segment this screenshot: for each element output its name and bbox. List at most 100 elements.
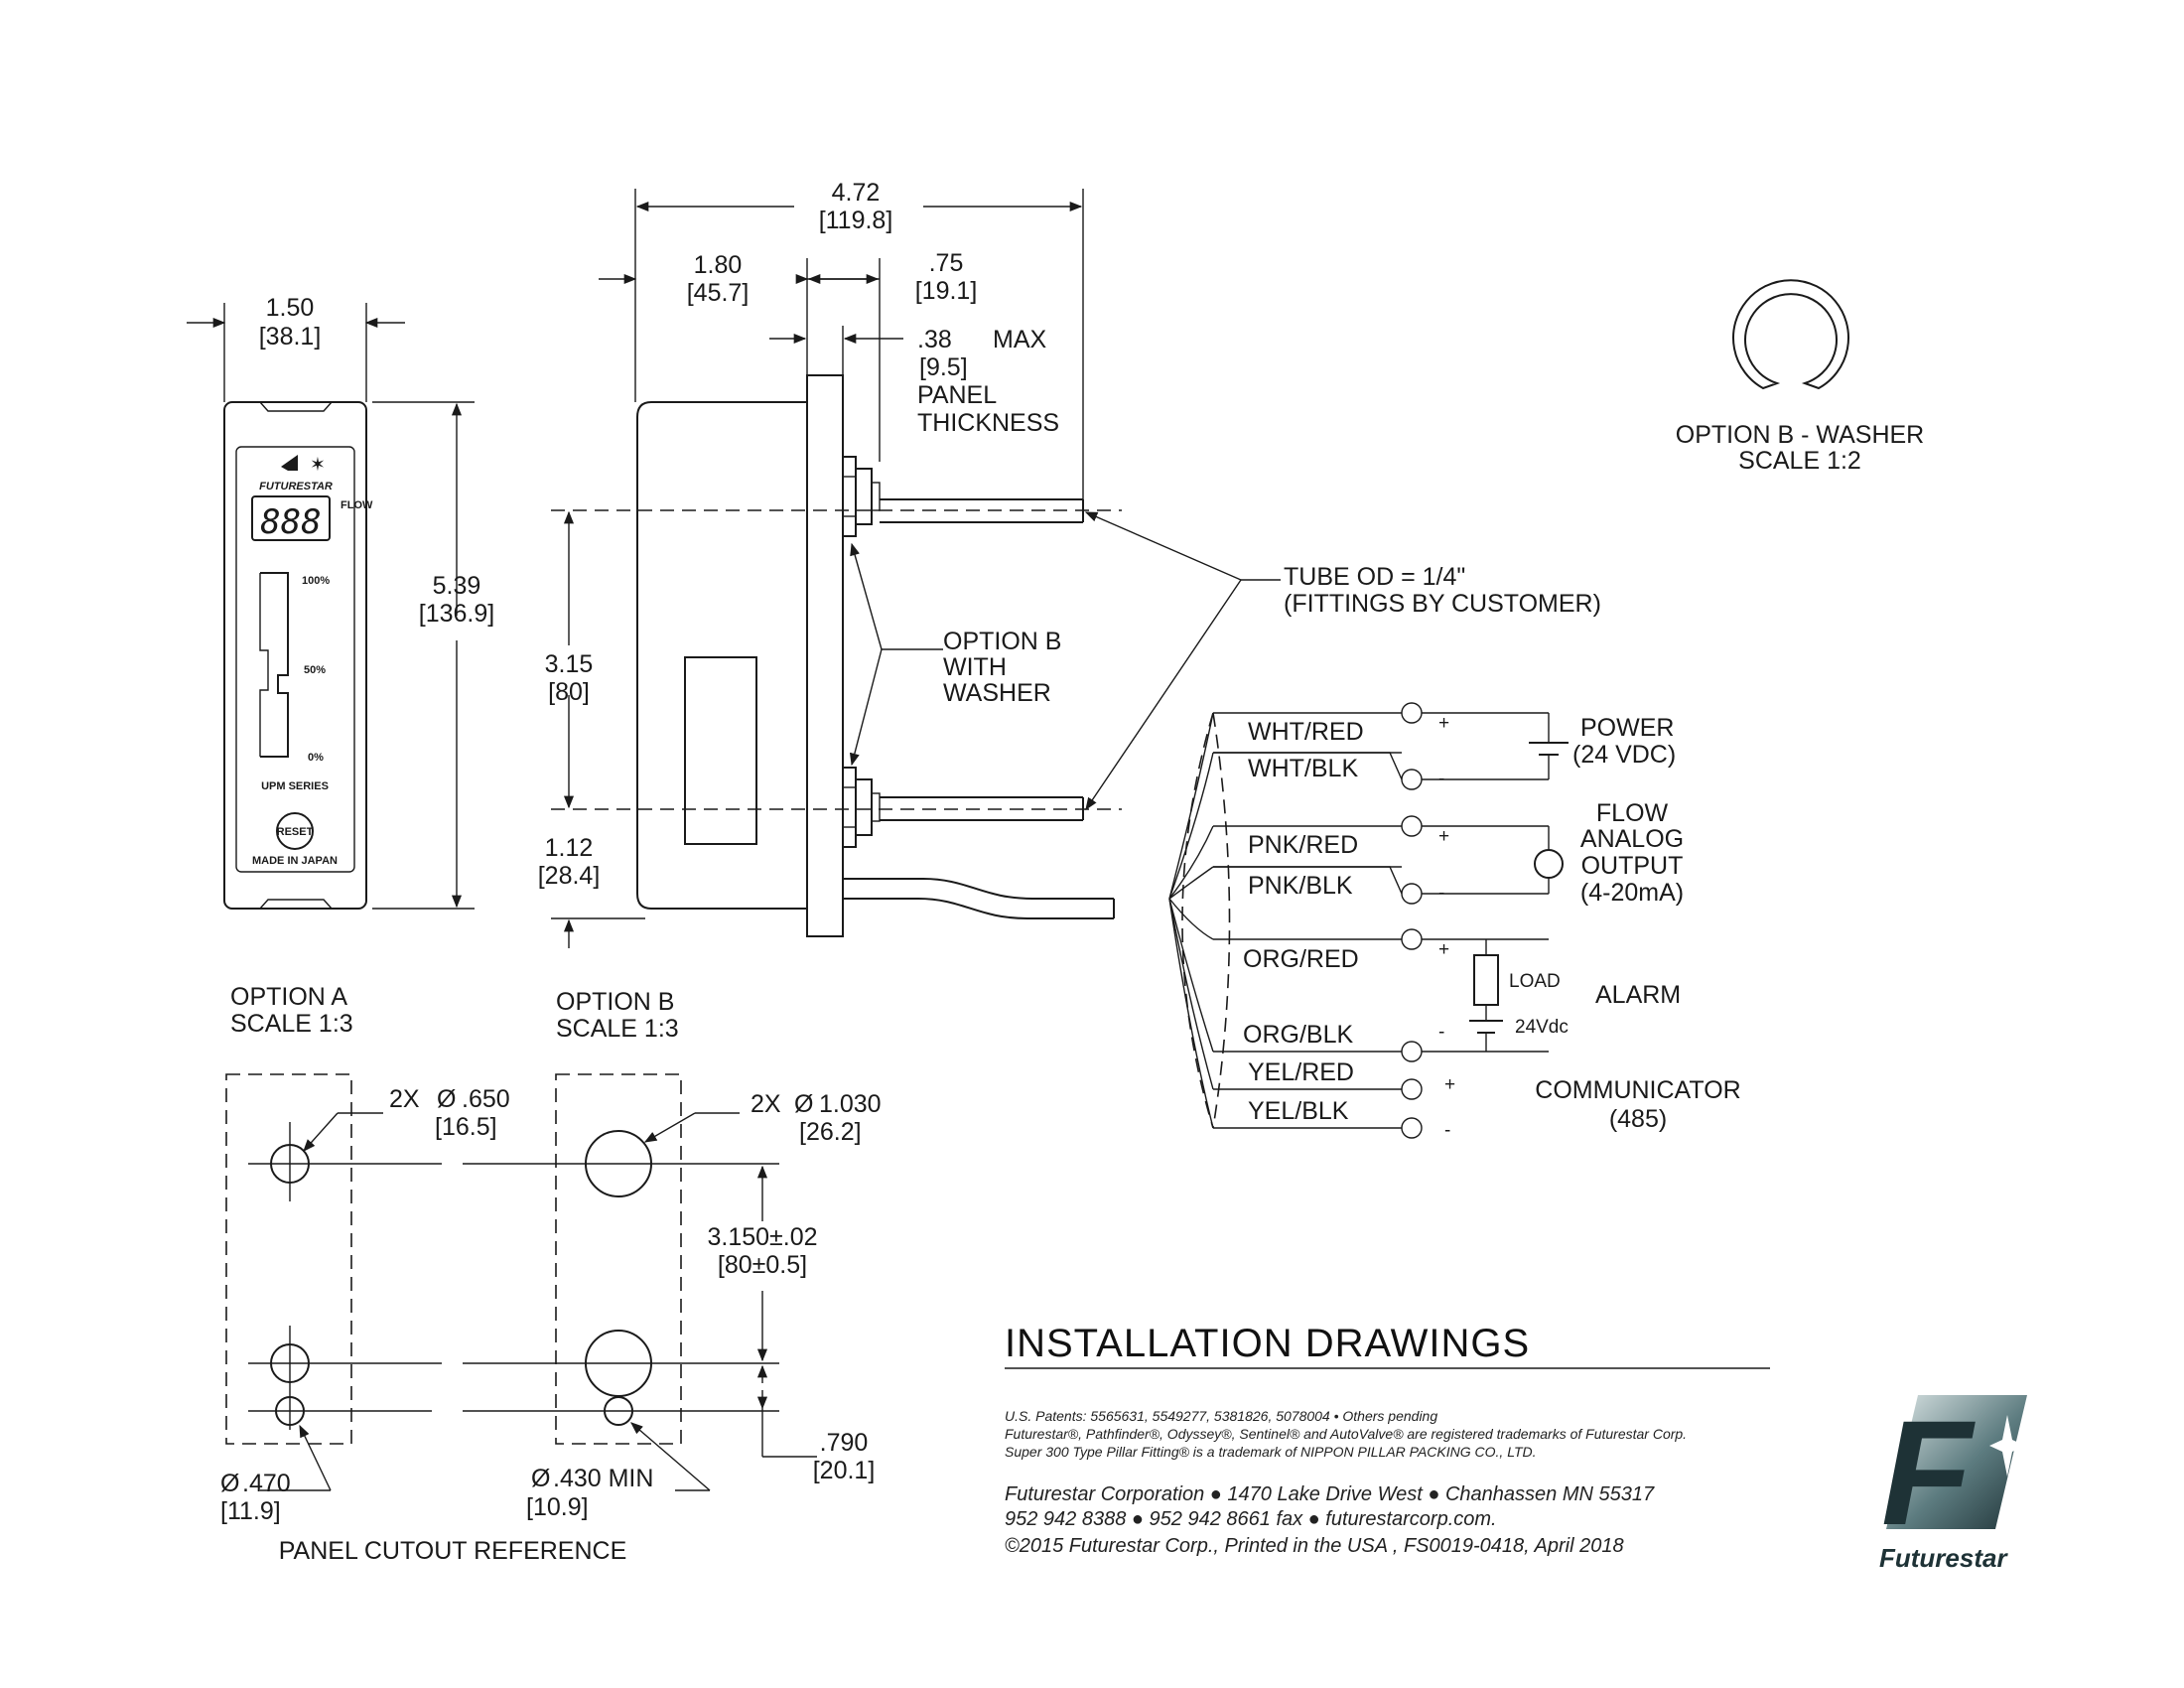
body-depth-in: 1.80 bbox=[694, 251, 743, 279]
level-bar-bracket bbox=[260, 572, 289, 758]
patents-text: U.S. Patents: 5565631, 5549277, 5381826,… bbox=[1005, 1408, 1437, 1424]
option-a-cutout-outline bbox=[225, 1073, 352, 1445]
front-faceplate bbox=[235, 446, 355, 873]
wire-label-pnk-blk: PNK/BLK bbox=[1248, 872, 1353, 900]
panel-label-1: PANEL bbox=[917, 381, 997, 409]
copyright-text: ©2015 Futurestar Corp., Printed in the U… bbox=[1005, 1535, 1624, 1557]
diameter-symbol-icon: Ø bbox=[437, 1085, 456, 1113]
power-voltage: (24 VDC) bbox=[1572, 741, 1676, 769]
bottom-offset-in: 1.12 bbox=[545, 834, 594, 862]
analog-output-circuit bbox=[1422, 825, 1564, 895]
logo-f-mark: F bbox=[1881, 1389, 1976, 1556]
flow-label-2: ANALOG bbox=[1580, 825, 1684, 853]
series-label: UPM SERIES bbox=[261, 780, 329, 792]
wire-label-yel-red: YEL/RED bbox=[1248, 1058, 1354, 1086]
wire-label-yel-blk: YEL/BLK bbox=[1248, 1097, 1349, 1125]
option-a-scale: SCALE 1:3 bbox=[230, 1010, 353, 1038]
logo-wordmark: Futurestar bbox=[1879, 1543, 2008, 1573]
polarity-sign: + bbox=[1438, 826, 1449, 847]
logo-panel bbox=[1886, 1395, 2027, 1529]
diameter-symbol-icon: Ø bbox=[794, 1090, 813, 1118]
alarm-label: ALARM bbox=[1595, 981, 1681, 1009]
fittings-label: (FITTINGS BY CUSTOMER) bbox=[1284, 590, 1601, 618]
washer-title: OPTION B - WASHER bbox=[1676, 421, 1924, 449]
company-contact: 952 942 8388 ● 952 942 8661 fax ● future… bbox=[1005, 1508, 1497, 1530]
front-view: 1.50 [38.1] ✶ FUTURESTAR 888 FLOW 100% 5… bbox=[187, 294, 494, 910]
overall-width-mm: [119.8] bbox=[819, 207, 893, 234]
option-b-hole-count: 2X bbox=[751, 1090, 781, 1118]
option-a-hole-in: .650 bbox=[462, 1085, 510, 1113]
option-a-small-hole-mm: [11.9] bbox=[220, 1497, 281, 1525]
communicator-label: COMMUNICATOR bbox=[1535, 1076, 1740, 1104]
option-a-hole-count: 2X bbox=[389, 1085, 420, 1113]
wire-label-wht-red: WHT/RED bbox=[1248, 718, 1364, 746]
sheet-title: INSTALLATION DRAWINGS bbox=[1005, 1322, 1530, 1365]
flowmeter-side-body bbox=[636, 401, 808, 910]
bottom-offset-mm: [28.4] bbox=[538, 862, 601, 890]
flowmeter-front-body bbox=[223, 401, 367, 910]
option-b-cutout-outline bbox=[555, 1073, 682, 1445]
level-bar-inner bbox=[259, 573, 269, 757]
front-width-mm: [38.1] bbox=[259, 323, 322, 351]
reset-label: RESET bbox=[277, 826, 314, 838]
load-label: LOAD bbox=[1509, 971, 1561, 992]
title-block: INSTALLATION DRAWINGS U.S. Patents: 5565… bbox=[1005, 1322, 1770, 1557]
front-brand: FUTURESTAR bbox=[259, 481, 333, 492]
cutout-caption: PANEL CUTOUT REFERENCE bbox=[279, 1537, 627, 1565]
panel-plate bbox=[806, 374, 844, 937]
port-spacing-in: 3.15 bbox=[545, 650, 594, 678]
option-a-hole-mm: [16.5] bbox=[435, 1113, 497, 1141]
option-b-label-1: OPTION B bbox=[943, 628, 1061, 655]
front-width-in: 1.50 bbox=[266, 294, 315, 322]
wire-bundle-outline bbox=[1212, 712, 1231, 1129]
washer-scale: SCALE 1:2 bbox=[1738, 447, 1861, 475]
upper-fitting bbox=[842, 456, 881, 537]
option-b-title: OPTION B bbox=[556, 988, 674, 1016]
hole-spacing-mm: [80±0.5] bbox=[718, 1251, 807, 1279]
fitting-depth-in: .75 bbox=[929, 249, 964, 277]
port-spacing-mm: [80] bbox=[548, 678, 590, 706]
pillar-trademark-text: Super 300 Type Pillar Fitting® is a trad… bbox=[1005, 1444, 1537, 1460]
polarity-sign: + bbox=[1438, 713, 1449, 734]
display-digits: 888 bbox=[260, 502, 321, 542]
meter-icon bbox=[1534, 849, 1564, 879]
logo-star-icon bbox=[1989, 1415, 2025, 1477]
option-b-label-3: WASHER bbox=[943, 679, 1051, 707]
panel-cutout-reference: OPTION A SCALE 1:3 OPTION B SCALE 1:3 2X… bbox=[220, 983, 882, 1565]
digital-display bbox=[251, 495, 331, 541]
bottom-notch bbox=[259, 899, 333, 910]
washer-detail: OPTION B - WASHER SCALE 1:2 bbox=[1676, 279, 1924, 475]
small-hole-offset-in: .790 bbox=[820, 1429, 869, 1457]
flow-label-3: OUTPUT bbox=[1581, 852, 1684, 880]
flow-label-4: (4-20mA) bbox=[1580, 879, 1684, 907]
wire-label-wht-blk: WHT/BLK bbox=[1248, 755, 1358, 782]
option-b-hole-mm: [26.2] bbox=[799, 1118, 862, 1146]
power-supply-circuit bbox=[1422, 712, 1569, 780]
scale-50: 50% bbox=[304, 664, 326, 676]
lower-fitting bbox=[842, 767, 881, 848]
load-resistor-icon bbox=[1473, 954, 1499, 1006]
communicator-protocol: (485) bbox=[1609, 1105, 1667, 1133]
option-a-title: OPTION A bbox=[230, 983, 347, 1011]
made-in-label: MADE IN JAPAN bbox=[252, 855, 338, 867]
diameter-symbol-icon: Ø bbox=[531, 1465, 550, 1492]
trademarks-text: Futurestar®, Pathfinder®, Odyssey®, Sent… bbox=[1005, 1426, 1687, 1442]
front-height-in: 5.39 bbox=[433, 572, 481, 600]
futurestar-logo: F Futurestar bbox=[1879, 1389, 2027, 1573]
panel-thickness-mm: [9.5] bbox=[919, 353, 968, 381]
tube-od-label: TUBE OD = 1/4" bbox=[1284, 563, 1465, 591]
power-label: POWER bbox=[1580, 714, 1674, 742]
side-view: 4.72 [119.8] 1.80 [45.7] .75 [19.1] .38 … bbox=[538, 179, 1601, 948]
futurestar-mini-logo-icon bbox=[281, 455, 298, 471]
option-b-hole-in: 1.030 bbox=[819, 1090, 882, 1118]
small-hole-offset-mm: [20.1] bbox=[813, 1457, 876, 1484]
diameter-symbol-icon: Ø bbox=[220, 1470, 239, 1497]
reset-button-icon bbox=[276, 812, 314, 850]
polarity-sign: + bbox=[1438, 939, 1449, 960]
fitting-depth-mm: [19.1] bbox=[915, 277, 978, 305]
option-b-small-hole-in: .430 MIN bbox=[553, 1465, 653, 1492]
panel-thickness-max: MAX bbox=[993, 326, 1047, 353]
polarity-sign: - bbox=[1444, 1120, 1450, 1141]
front-height-mm: [136.9] bbox=[419, 600, 494, 628]
